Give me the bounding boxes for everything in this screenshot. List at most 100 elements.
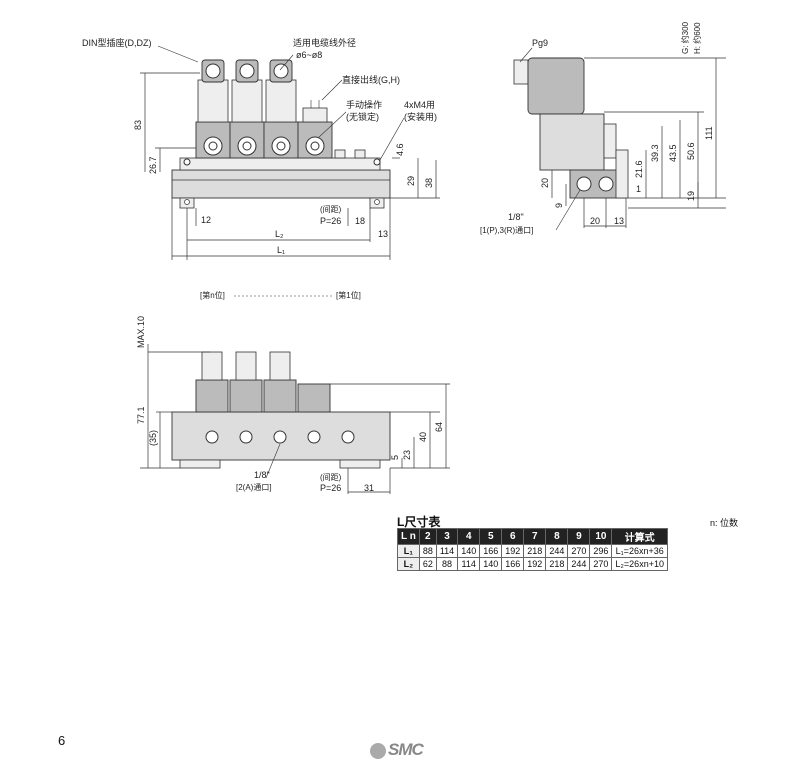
formula-header: 计算式 (611, 528, 668, 545)
manifold-top (179, 157, 381, 171)
dim-5: 5 (390, 455, 400, 460)
pitch-value: P=26 (320, 216, 341, 226)
col-header: 10 (589, 528, 613, 545)
dim-64: 64 (434, 422, 444, 432)
dim-77-1: 77.1 (136, 406, 146, 424)
col-header: 7 (523, 528, 547, 545)
col-header: 5 (479, 528, 503, 545)
dim-40: 40 (418, 432, 428, 442)
col-header: 8 (545, 528, 569, 545)
page-number: 6 (58, 733, 66, 748)
col-header: 9 (567, 528, 591, 545)
dim-21-6: 21.6 (634, 160, 644, 178)
dim-12: 12 (201, 215, 211, 225)
valve-3 (263, 59, 299, 159)
cable-label: 适用电缆线外径 (293, 37, 356, 48)
dim-111: 111 (704, 126, 714, 140)
dim-26-7: 26.7 (148, 156, 158, 174)
direct-wire-label: 直接出线(G,H) (342, 74, 400, 85)
dim-23: 23 (402, 450, 412, 460)
table-cell: 88 (435, 557, 459, 571)
table-cell: 62 (418, 557, 437, 571)
valve-2 (229, 59, 265, 159)
table-cell: 270 (589, 557, 613, 571)
dim-13: 13 (378, 229, 388, 239)
table-cell: 114 (457, 557, 481, 571)
bottom-pitch-value: P=26 (320, 483, 341, 493)
table-cell: 114 (435, 544, 459, 558)
dim-9: 9 (554, 203, 564, 208)
bottom-valves (195, 351, 331, 413)
front-view: DIN型插座(D,DZ) 适用电缆线外径 ø6~ø8 直接出线(G,H) 手动操… (82, 37, 440, 260)
col-header: 3 (435, 528, 459, 545)
table-cell: 192 (501, 544, 525, 558)
dim-39-3: 39.3 (650, 144, 660, 162)
valve-body-side (539, 113, 605, 171)
outlet-ports (205, 430, 355, 444)
dim-18: 18 (355, 216, 365, 226)
dim-83: 83 (133, 120, 143, 130)
table-header-row: L n 2 3 4 5 6 7 8 9 10 计算式 (397, 528, 668, 545)
table-corner: L n (397, 528, 420, 545)
side-view: Pg9 G: 约300 H: 约600 111 50.6 43.5 39.3 2… (480, 21, 726, 235)
col-header: 4 (457, 528, 481, 545)
dim-max10: MAX.10 (136, 316, 146, 348)
smc-logo-icon (370, 742, 386, 759)
bottom-pitch-label: (间距) (320, 473, 342, 482)
table-cell: 166 (501, 557, 525, 571)
table-cell: 296 (589, 544, 613, 558)
bottom-port-label: [2(A)通口] (236, 482, 272, 492)
table-cell: 192 (523, 557, 547, 571)
table-cell: 270 (567, 544, 591, 558)
table-cell: 244 (567, 557, 591, 571)
table-cell: 140 (457, 544, 481, 558)
dim-20-v: 20 (540, 178, 550, 188)
dim-13-h: 13 (614, 216, 624, 226)
dim-20-h: 20 (590, 216, 600, 226)
valve-4-direct-wire (297, 100, 333, 159)
first-station-label: [第1位] (336, 290, 361, 300)
table-cell: 166 (479, 544, 503, 558)
table-cell: 88 (418, 544, 437, 558)
din-connector-side (527, 57, 585, 115)
h-length-label: H: 约600 (692, 22, 702, 54)
nth-station-label: [第n位] (200, 290, 225, 300)
table-cell: 140 (479, 557, 503, 571)
col-header: 2 (418, 528, 437, 545)
table-cell: 244 (545, 544, 569, 558)
manual-op-sub: (无锁定) (346, 111, 379, 122)
side-port-label: [1(P),3(R)通口] (480, 225, 533, 235)
table-row: L₂ 62 88 114 140 166 192 218 244 270 L₂=… (397, 557, 668, 571)
dim-19: 19 (686, 191, 696, 201)
din-socket-label: DIN型插座(D,DZ) (82, 37, 152, 48)
dim-29: 29 (406, 176, 416, 186)
manual-op-label: 手动操作 (346, 99, 382, 110)
cable-size: ø6~ø8 (296, 50, 322, 60)
dim-38: 38 (424, 178, 434, 188)
smc-logo: SMC (370, 740, 424, 760)
bottom-port-size: 1/8" (254, 470, 270, 480)
dim-35: (35) (148, 430, 158, 446)
table-title: L尺寸表 (397, 515, 441, 529)
pitch-label: (间距) (320, 205, 342, 214)
logo-text: SMC (388, 740, 424, 759)
formula-cell: L₂=26xn+10 (611, 557, 668, 571)
dim-4-6: 4.6 (395, 143, 405, 156)
col-header: 6 (501, 528, 525, 545)
formula-cell: L₁=26xn+36 (611, 544, 668, 558)
dim-43-5: 43.5 (668, 144, 678, 162)
valve-1 (195, 59, 231, 159)
table-cell: 218 (523, 544, 547, 558)
mount-sub: (安装用) (404, 111, 437, 122)
table-row: L₁ 88 114 140 166 192 218 244 270 296 L₁… (397, 544, 668, 558)
l-dimension-table: L n 2 3 4 5 6 7 8 9 10 计算式 L₁ 88 114 140… (397, 528, 668, 571)
dim-1: 1 (636, 184, 641, 194)
dim-50-6: 50.6 (686, 142, 696, 160)
mount-label: 4xM4用 (404, 100, 435, 110)
g-length-label: G: 约300 (680, 21, 690, 54)
dim-L2: L₂ (275, 229, 284, 239)
dim-L1: L₁ (277, 245, 285, 255)
manifold-base (171, 169, 391, 199)
table-cell: 218 (545, 557, 569, 571)
